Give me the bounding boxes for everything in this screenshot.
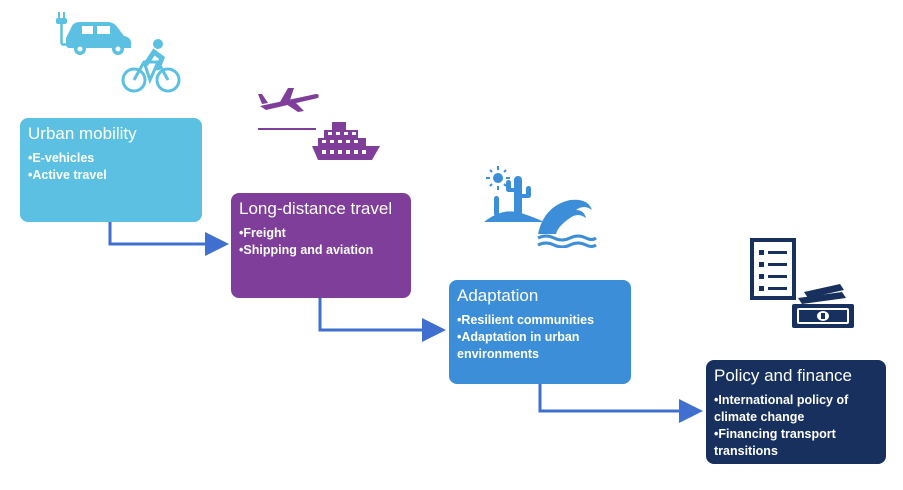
airplane-icon <box>258 88 319 112</box>
stage-adaptation: Adaptation Resilient communities Adaptat… <box>449 280 631 384</box>
list-item: Adaptation in urban environments <box>457 329 597 363</box>
desert-cactus-icon <box>484 166 544 222</box>
cruise-ship-icon <box>258 122 380 160</box>
stage-title: Urban mobility <box>28 124 137 143</box>
stage-items: Freight Shipping and aviation <box>239 225 403 259</box>
stage-items: International policy of climate change F… <box>714 392 878 460</box>
stage-items: Resilient communities Adaptation in urba… <box>457 312 623 363</box>
wave-icon <box>537 199 597 248</box>
banknotes-icon <box>792 284 854 328</box>
stage-title: Long-distance travel <box>239 199 393 218</box>
list-item: Resilient communities <box>457 312 623 329</box>
stage-policy-and-finance: Policy and finance International policy … <box>706 360 886 464</box>
stage-long-distance-travel: Long-distance travel Freight Shipping an… <box>231 193 411 298</box>
arrow-urban-to-longdistance <box>108 222 229 256</box>
electric-car-icon <box>56 12 131 55</box>
checklist-document-icon <box>750 238 796 300</box>
list-item: Active travel <box>28 167 194 184</box>
arrow-longdistance-to-adaptation <box>318 298 446 342</box>
arrow-adaptation-to-policy <box>538 383 703 423</box>
list-item: E-vehicles <box>28 150 194 167</box>
stage-title: Policy and finance <box>714 366 852 385</box>
list-item: Financing transport transitions <box>714 426 864 460</box>
list-item: Shipping and aviation <box>239 242 403 259</box>
stage-title: Adaptation <box>457 286 539 305</box>
stage-urban-mobility: Urban mobility E-vehicles Active travel <box>20 118 202 222</box>
list-item: Freight <box>239 225 403 242</box>
stage-items: E-vehicles Active travel <box>28 150 194 184</box>
bicycle-icon <box>121 39 181 93</box>
list-item: International policy of climate change <box>714 392 874 426</box>
